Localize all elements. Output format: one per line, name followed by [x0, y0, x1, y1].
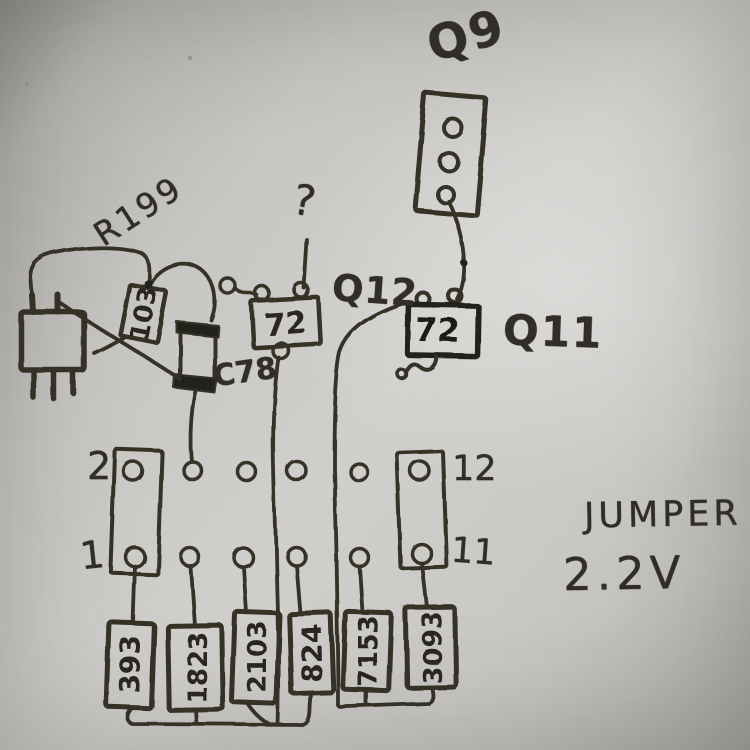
q9-pad [438, 151, 460, 173]
wire-r199-stub [92, 334, 128, 355]
component-value: 2103 [243, 621, 273, 693]
q12-package [218, 276, 324, 361]
pin-circle [121, 459, 145, 483]
jumper-note-line2: 2.2V [562, 545, 686, 602]
wires [28, 199, 468, 727]
q11-label: Q11 [502, 305, 604, 358]
wire-1823-stub [194, 709, 199, 726]
q11-bottom-wire [404, 355, 439, 374]
wire-pin-stub [294, 563, 302, 615]
pin-circle [408, 459, 432, 483]
wire-q12-down [271, 356, 281, 726]
wire-pin-stub [188, 564, 196, 627]
q12-label: Q12 [330, 266, 420, 315]
wire-pin-stub [131, 564, 137, 625]
q11-package [395, 287, 482, 381]
q9-pad [442, 117, 464, 139]
q12-top-right-pin [292, 281, 310, 299]
component-values: 103 72 72 393 1823 2103 824 7153 3093 [114, 284, 462, 704]
c78-label: C78 [210, 350, 279, 395]
wire-pin-stub [357, 564, 364, 614]
c78-capacitor [172, 320, 219, 393]
pin-label-2: 2 [87, 444, 112, 488]
wire-pin-stub [241, 565, 248, 614]
q12-value: 72 [262, 305, 308, 344]
pin-circle [348, 461, 370, 483]
c78-top-plate [175, 320, 219, 337]
component-value: 1823 [183, 631, 213, 703]
component-value: 3093 [418, 611, 448, 683]
paper-speck [187, 55, 193, 61]
q12-left-pad [218, 276, 238, 296]
pin-row-top [121, 459, 432, 483]
wire-ic-to-c78 [58, 301, 182, 381]
component-value: 7153 [354, 615, 384, 687]
pin-circle [285, 459, 309, 483]
wire-bottom-bus-right [336, 686, 435, 709]
q11-body [404, 301, 482, 360]
wire-2103-diag [246, 702, 271, 726]
wire-question-to-q12 [302, 238, 309, 290]
paper-speck [25, 82, 29, 86]
jumper-note-line1: JUMPER [583, 493, 743, 537]
q9-body [412, 91, 490, 218]
pin-label-12: 12 [452, 449, 497, 489]
q9-package [412, 91, 490, 218]
q11-bottom-pad [395, 367, 409, 381]
wire-c78-to-pin [188, 388, 197, 463]
q12-bottom-pin [271, 341, 291, 361]
junction-dot [144, 280, 152, 288]
pin-label-1: 1 [77, 531, 107, 579]
q11-value: 72 [414, 310, 461, 351]
component-value: 824 [295, 624, 328, 682]
wire-q11-down [332, 300, 411, 707]
wire-r199-to-c78 [149, 262, 217, 322]
pin-label-11: 11 [449, 530, 497, 574]
q9-pad [435, 184, 455, 204]
wire-pin-stub [420, 562, 429, 609]
pin-circle [236, 461, 258, 483]
component-value: 393 [114, 636, 147, 694]
q12-left-link-wire [234, 287, 259, 297]
c78-bottom-plate [172, 373, 217, 393]
junction-dot [460, 259, 468, 267]
wire-ic-to-r199 [28, 245, 152, 300]
wire-bottom-bus-left [126, 692, 313, 727]
